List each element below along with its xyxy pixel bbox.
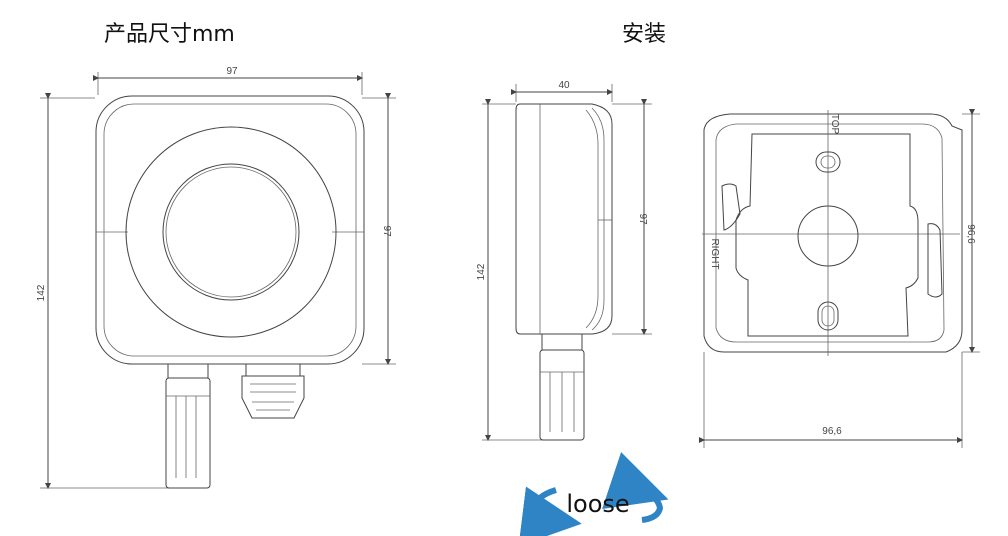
rotate-left-icon (518, 486, 582, 536)
mounting-base: TOP RIGHT 96,6 96,6 (699, 109, 980, 448)
label-right: RIGHT (709, 238, 720, 269)
dim-mount-height: 96,6 (965, 224, 976, 244)
title-product-dimensions: 产品尺寸mm (104, 22, 235, 47)
dim-front-height: 97 (381, 225, 392, 237)
label-top: TOP (829, 114, 840, 135)
rotate-right-icon (602, 452, 669, 523)
side-view: 40 142 97 (476, 80, 652, 441)
loose-rotation: loose (518, 452, 669, 536)
title-installation: 安装 (622, 22, 667, 47)
dim-side-total: 142 (476, 263, 487, 280)
sensor-probe (165, 363, 211, 489)
front-view: 97 142 97 (36, 66, 396, 489)
cable-gland (241, 363, 305, 419)
dim-side-height: 97 (637, 213, 648, 225)
dim-mount-width: 96,6 (822, 426, 842, 437)
dim-side-depth: 40 (558, 80, 570, 91)
dim-front-width: 97 (226, 66, 238, 77)
dim-total-height: 142 (36, 284, 47, 301)
label-loose: loose (566, 490, 629, 518)
